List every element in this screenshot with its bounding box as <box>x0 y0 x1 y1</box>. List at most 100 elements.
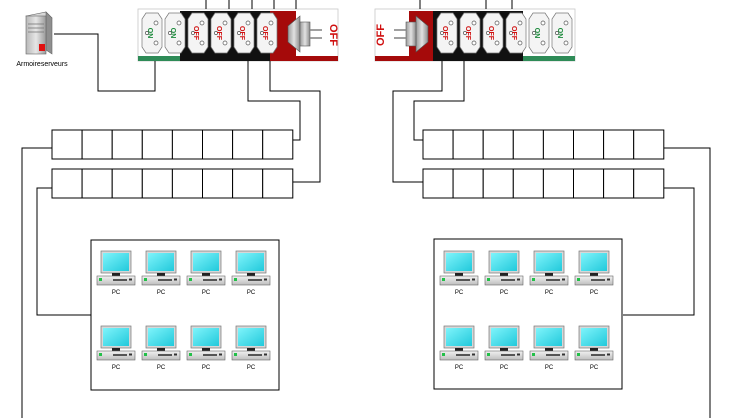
outlet-state-label: ON <box>533 28 540 39</box>
switch-port <box>573 168 605 199</box>
switch-port <box>573 129 605 160</box>
outlet-switch: ON <box>141 12 163 54</box>
outlet-state-label: OFF <box>192 26 199 41</box>
switch-port <box>262 168 294 199</box>
outlet-switch: OFF <box>233 12 255 54</box>
outlet-state-label: ON <box>556 28 563 39</box>
switch-port <box>262 129 294 160</box>
network-switches <box>51 129 665 199</box>
outlet-state-label: OFF <box>238 26 245 41</box>
outlet-switch: OFF <box>210 12 232 54</box>
outlet-state-label: OFF <box>464 26 471 41</box>
outlet-state-label: ON <box>169 28 176 39</box>
switch-port <box>51 129 83 160</box>
strip-right-plug-label: OFF <box>375 24 387 46</box>
outlet-switch: ON <box>164 12 186 54</box>
pc-icon: PC <box>439 325 479 371</box>
outlet-state-label: OFF <box>215 26 222 41</box>
pc-label: PC <box>545 290 554 296</box>
pc-icon: PC <box>484 250 524 296</box>
switch-port <box>111 129 143 160</box>
pc-icon: PC <box>186 325 226 371</box>
switch-port <box>452 129 484 160</box>
strip-left-plug-label: OFF <box>327 24 339 46</box>
switch-port <box>141 168 173 199</box>
pc-icon: PC <box>186 250 226 296</box>
switch-port <box>633 168 665 199</box>
pc-icon: PC <box>231 250 271 296</box>
switch-port <box>603 168 635 199</box>
switch-port <box>141 129 173 160</box>
switch-port <box>202 168 234 199</box>
pc-label: PC <box>500 365 509 371</box>
outlet-switch: OFF <box>505 12 527 54</box>
computer-room-left <box>90 239 280 391</box>
pc-label: PC <box>112 290 121 296</box>
switch-port <box>232 168 264 199</box>
switch-port <box>171 129 203 160</box>
outlet-switch: ON <box>551 12 573 54</box>
switch-port <box>542 168 575 199</box>
switch-port <box>542 129 575 160</box>
pc-label: PC <box>455 290 464 296</box>
pc-icon: PC <box>574 250 614 296</box>
pc-label: PC <box>157 290 166 296</box>
outlet-switch: OFF <box>436 12 458 54</box>
switch-port <box>482 168 514 199</box>
pc-icon: PC <box>574 325 614 371</box>
switch-port <box>452 168 484 199</box>
pc-label: PC <box>202 365 211 371</box>
switch-port <box>171 168 203 199</box>
pc-icon: PC <box>231 325 271 371</box>
pc-icon: PC <box>96 325 136 371</box>
outlet-switch: ON <box>528 12 550 54</box>
switch-port <box>512 129 544 160</box>
switch-port <box>232 129 264 160</box>
plug-icon <box>394 15 429 53</box>
pc-label: PC <box>455 365 464 371</box>
server-label: Armoireserveurs <box>16 61 68 68</box>
pc-label: PC <box>247 365 256 371</box>
outlet-state-label: OFF <box>261 26 268 41</box>
line-server-to-strip <box>54 33 156 92</box>
switch-port <box>482 129 514 160</box>
switch-port <box>202 129 234 160</box>
pc-icon: PC <box>529 325 569 371</box>
power-strip-left: ON ON OFF OFF OFF OFF OFF <box>137 8 339 62</box>
pc-icon: PC <box>439 250 479 296</box>
outlet-state-label: OFF <box>441 26 448 41</box>
outlet-switch: OFF <box>459 12 481 54</box>
pc-label: PC <box>202 290 211 296</box>
switch-left-top <box>51 129 294 160</box>
pc-label: PC <box>545 365 554 371</box>
switch-right-bottom <box>422 168 665 199</box>
pc-icon: PC <box>141 250 181 296</box>
switch-port <box>603 129 635 160</box>
switch-right-top <box>422 129 665 160</box>
plug-icon <box>287 15 322 53</box>
server-icon <box>25 11 53 55</box>
outlet-switch: OFF <box>256 12 278 54</box>
switch-port <box>422 168 454 199</box>
pc-icon: PC <box>141 325 181 371</box>
switch-port <box>512 168 544 199</box>
switch-port <box>81 129 113 160</box>
outlet-state-label: OFF <box>487 26 494 41</box>
outlet-switch: OFF <box>482 12 504 54</box>
outlet-state-label: OFF <box>510 26 517 41</box>
switch-left-bottom <box>51 168 294 199</box>
switch-port <box>633 129 665 160</box>
switch-port <box>81 168 113 199</box>
pc-icon: PC <box>96 250 136 296</box>
pc-label: PC <box>247 290 256 296</box>
switch-port <box>422 129 454 160</box>
switch-port <box>111 168 143 199</box>
pc-label: PC <box>590 365 599 371</box>
pc-label: PC <box>590 290 599 296</box>
connection-lines <box>21 0 711 418</box>
pc-label: PC <box>500 290 509 296</box>
pc-label: PC <box>157 365 166 371</box>
pc-icon: PC <box>529 250 569 296</box>
computer-room-right <box>433 238 623 390</box>
